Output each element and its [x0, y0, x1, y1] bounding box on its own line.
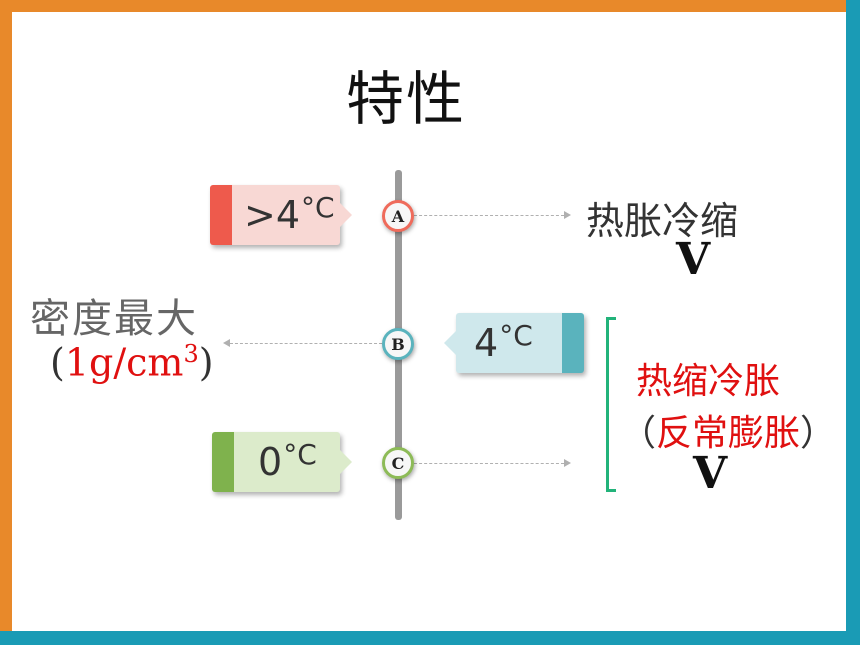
sub-text: 反常膨胀 [656, 413, 801, 454]
node-b: B [382, 328, 414, 360]
density-open-paren: ( [50, 340, 65, 385]
callout-c-tail [340, 450, 352, 474]
frame-left-bar [0, 0, 12, 645]
connector-b [230, 343, 382, 344]
sub-open-paren: （ [620, 413, 657, 454]
connector-a [414, 215, 564, 216]
density-number: 1g/cm [64, 340, 184, 385]
page-title: 特性 [345, 65, 466, 133]
frame-top-bar [0, 0, 860, 12]
frame-bottom-bar [0, 631, 860, 645]
density-value: (1g/cm3) [50, 340, 214, 385]
arrow-a-icon [564, 211, 571, 219]
check-mark-bottom: V [693, 448, 728, 499]
callout-4c: 4°C [456, 313, 584, 373]
max-density-label: 密度最大 [30, 296, 198, 342]
callout-c-value: 0 [258, 440, 283, 484]
callout-b-tail [444, 331, 456, 355]
callout-c-unit: °C [283, 437, 317, 471]
sub-close-paren: ） [800, 413, 837, 454]
callout-a-value: >4 [244, 193, 301, 237]
callout-above-4c: >4°C [210, 185, 340, 245]
callout-a-tail [340, 203, 352, 227]
callout-a-unit: °C [301, 190, 335, 224]
connector-c [414, 463, 564, 464]
arrow-c-icon [564, 459, 571, 467]
density-close-paren: ) [198, 340, 214, 385]
callout-b-unit: °C [499, 318, 533, 352]
frame-right-bar [846, 0, 860, 645]
anomalous-label: 热缩冷胀 [636, 361, 781, 402]
node-c: C [382, 447, 414, 479]
density-exponent: 3 [183, 340, 199, 368]
bracket [606, 317, 616, 492]
anomalous-sub-label: （反常膨胀） [620, 404, 836, 456]
node-a: A [382, 200, 414, 232]
callout-0c: 0°C [212, 432, 340, 492]
check-mark-top: V [676, 234, 711, 285]
arrow-b-icon [223, 339, 230, 347]
callout-b-value: 4 [474, 321, 499, 365]
thermal-expansion-label: 热胀冷缩 [586, 199, 739, 243]
